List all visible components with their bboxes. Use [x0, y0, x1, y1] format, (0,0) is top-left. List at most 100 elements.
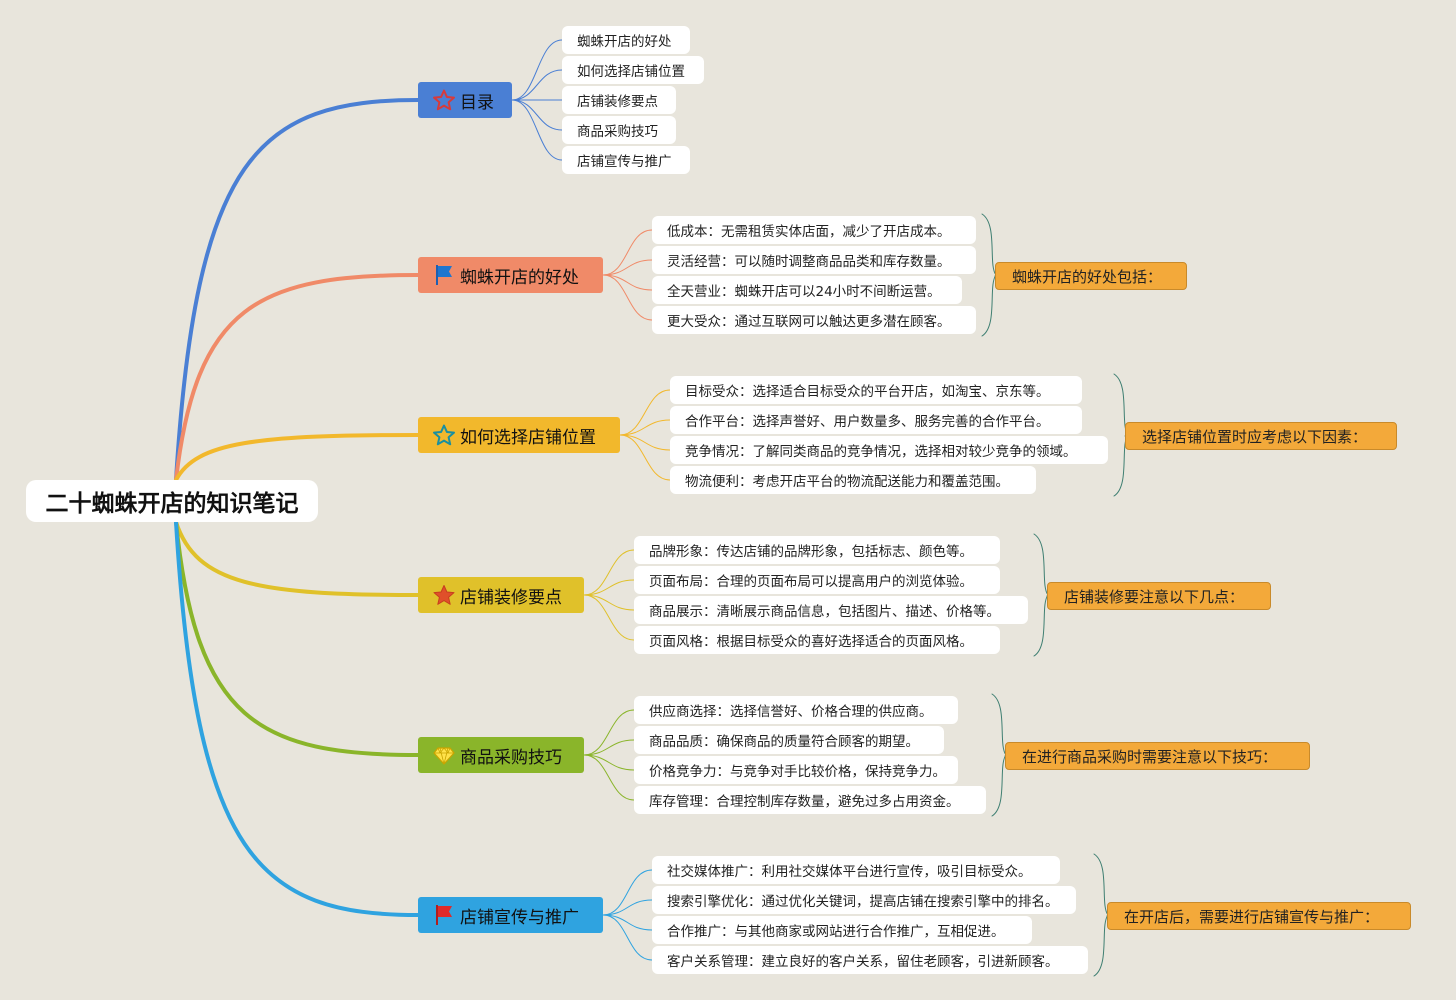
subtopic-item[interactable]: 目标受众：选择适合目标受众的平台开店，如淘宝、京东等。: [670, 376, 1082, 404]
subtopic-item[interactable]: 价格竞争力：与竞争对手比较价格，保持竞争力。: [634, 756, 958, 784]
subtopic-item[interactable]: 页面布局：合理的页面布局可以提高用户的浏览体验。: [634, 566, 1000, 594]
subtopic-item[interactable]: 低成本：无需租赁实体店面，减少了开店成本。: [652, 216, 976, 244]
subtopic-text: 灵活经营：可以随时调整商品品类和库存数量。: [667, 254, 951, 270]
subtopic-text: 低成本：无需租赁实体店面，减少了开店成本。: [667, 224, 951, 240]
subtopic-item[interactable]: 商品展示：清晰展示商品信息，包括图片、描述、价格等。: [634, 596, 1028, 624]
subtopic-item[interactable]: 搜索引擎优化：通过优化关键词，提高店铺在搜索引擎中的排名。: [652, 886, 1076, 914]
sub-branch-line: [583, 594, 635, 641]
subtopic-item[interactable]: 商品采购技巧: [562, 116, 676, 144]
summary-topic[interactable]: 在进行商品采购时需要注意以下技巧：: [1005, 742, 1310, 770]
subtopic-item[interactable]: 合作推广：与其他商家或网站进行合作推广，互相促进。: [652, 916, 1032, 944]
subtopic-item[interactable]: 蜘蛛开店的好处: [562, 26, 690, 54]
summary-topic[interactable]: 店铺装修要注意以下几点：: [1047, 582, 1271, 610]
main-branch-line: [174, 520, 420, 597]
summary-text: 在进行商品采购时需要注意以下技巧：: [1022, 747, 1278, 766]
subtopic-item[interactable]: 商品品质：确保商品的质量符合顾客的期望。: [634, 726, 944, 754]
summary-text: 在开店后，需要进行店铺宣传与推广：: [1124, 907, 1380, 926]
subtopic-item[interactable]: 品牌形象：传达店铺的品牌形象，包括标志、颜色等。: [634, 536, 1000, 564]
subtopic-item[interactable]: 物流便利：考虑开店平台的物流配送能力和覆盖范围。: [670, 466, 1036, 494]
sub-branch-line: [619, 419, 671, 436]
subtopic-text: 供应商选择：选择信誉好、价格合理的供应商。: [649, 704, 933, 720]
subtopic-item[interactable]: 灵活经营：可以随时调整商品品类和库存数量。: [652, 246, 976, 274]
flag-red-icon: [436, 905, 452, 925]
subtopic-text: 如何选择店铺位置: [577, 64, 685, 80]
subtopic-text: 竞争情况：了解同类商品的竞争情况，选择相对较少竞争的领域。: [685, 444, 1077, 460]
sub-branch-line: [602, 274, 653, 291]
sub-branch-line: [619, 389, 671, 436]
subtopic-item[interactable]: 店铺装修要点: [562, 86, 676, 114]
sub-branch-line: [602, 259, 653, 276]
main-branch-line: [174, 520, 420, 917]
subtopic-item[interactable]: 合作平台：选择声誉好、用户数量多、服务完善的合作平台。: [670, 406, 1082, 434]
subtopic-text: 合作推广：与其他商家或网站进行合作推广，互相促进。: [667, 924, 1005, 940]
subtopic-item[interactable]: 全天营业：蜘蛛开店可以24小时不间断运营。: [652, 276, 962, 304]
summary-text: 店铺装修要注意以下几点：: [1064, 587, 1245, 606]
subtopic-text: 页面风格：根据目标受众的喜好选择适合的页面风格。: [649, 634, 973, 650]
sub-branch-line: [602, 914, 653, 961]
sub-branch-line: [583, 549, 635, 596]
flag-blue-icon: [436, 265, 452, 285]
sub-branch-line: [511, 69, 563, 101]
star-filled-icon: [433, 585, 455, 605]
summary-topic[interactable]: 在开店后，需要进行店铺宣传与推广：: [1107, 902, 1411, 930]
main-branch-line: [174, 433, 420, 482]
subtopic-item[interactable]: 店铺宣传与推广: [562, 146, 690, 174]
subtopic-item[interactable]: 客户关系管理：建立良好的客户关系，留住老顾客，引进新顾客。: [652, 946, 1088, 974]
branch-location[interactable]: 如何选择店铺位置: [418, 417, 620, 453]
summary-text: 选择店铺位置时应考虑以下因素：: [1142, 427, 1368, 446]
branch-procurement[interactable]: 商品采购技巧: [418, 737, 584, 773]
diamond-icon: [433, 747, 455, 765]
main-branch-line: [174, 273, 420, 482]
sub-branch-line: [619, 434, 671, 451]
subtopic-text: 物流便利：考虑开店平台的物流配送能力和覆盖范围。: [685, 474, 1009, 490]
sub-branch-line: [602, 899, 653, 916]
summary-topic[interactable]: 蜘蛛开店的好处包括：: [995, 262, 1187, 290]
subtopic-text: 价格竞争力：与竞争对手比较价格，保持竞争力。: [649, 764, 946, 780]
sub-branch-line: [602, 229, 653, 276]
summary-bracket: [981, 213, 997, 337]
branch-label: 商品采购技巧: [460, 747, 562, 768]
branch-label: 店铺宣传与推广: [460, 907, 579, 928]
subtopic-item[interactable]: 供应商选择：选择信誉好、价格合理的供应商。: [634, 696, 958, 724]
branch-label: 如何选择店铺位置: [460, 427, 596, 448]
sub-branch-line: [583, 594, 635, 611]
branch-toc[interactable]: 目录: [418, 82, 512, 118]
summary-text: 蜘蛛开店的好处包括：: [1012, 267, 1163, 286]
sub-branch-line: [583, 754, 635, 801]
branch-promotion[interactable]: 店铺宣传与推广: [418, 897, 603, 933]
summary-topic[interactable]: 选择店铺位置时应考虑以下因素：: [1125, 422, 1397, 450]
subtopic-item[interactable]: 更大受众：通过互联网可以触达更多潜在顾客。: [652, 306, 976, 334]
star-outline-icon: [433, 89, 455, 111]
sub-branch-line: [511, 39, 563, 101]
sub-branch-line: [583, 754, 635, 771]
subtopic-item[interactable]: 库存管理：合理控制库存数量，避免过多占用资金。: [634, 786, 986, 814]
branch-decoration[interactable]: 店铺装修要点: [418, 577, 584, 613]
subtopic-text: 库存管理：合理控制库存数量，避免过多占用资金。: [649, 794, 960, 810]
subtopic-item[interactable]: 竞争情况：了解同类商品的竞争情况，选择相对较少竞争的领域。: [670, 436, 1108, 464]
branch-label: 蜘蛛开店的好处: [460, 267, 579, 288]
sub-branch-line: [583, 709, 635, 756]
subtopic-item[interactable]: 页面风格：根据目标受众的喜好选择适合的页面风格。: [634, 626, 1000, 654]
subtopic-text: 社交媒体推广：利用社交媒体平台进行宣传，吸引目标受众。: [667, 864, 1032, 880]
sub-branch-line: [619, 434, 671, 481]
subtopic-text: 合作平台：选择声誉好、用户数量多、服务完善的合作平台。: [685, 414, 1050, 430]
main-branch-line: [174, 98, 420, 482]
subtopic-text: 店铺宣传与推广: [577, 154, 672, 170]
sub-branch-line: [602, 869, 653, 916]
subtopic-item[interactable]: 如何选择店铺位置: [562, 56, 704, 84]
subtopic-item[interactable]: 社交媒体推广：利用社交媒体平台进行宣传，吸引目标受众。: [652, 856, 1060, 884]
sub-branch-line: [511, 99, 563, 161]
summary-bracket: [1093, 853, 1109, 977]
branch-benefits[interactable]: 蜘蛛开店的好处: [418, 257, 603, 293]
main-branch-line: [174, 520, 420, 757]
subtopic-text: 店铺装修要点: [577, 94, 658, 110]
sub-branch-line: [583, 579, 635, 596]
central-topic[interactable]: 二十蜘蛛开店的知识笔记: [26, 480, 318, 522]
summary-bracket: [991, 693, 1007, 817]
subtopic-text: 搜索引擎优化：通过优化关键词，提高店铺在搜索引擎中的排名。: [667, 894, 1059, 910]
subtopic-text: 商品展示：清晰展示商品信息，包括图片、描述、价格等。: [649, 604, 1000, 620]
subtopic-text: 更大受众：通过互联网可以触达更多潜在顾客。: [667, 314, 951, 330]
subtopic-text: 品牌形象：传达店铺的品牌形象，包括标志、颜色等。: [649, 544, 973, 560]
